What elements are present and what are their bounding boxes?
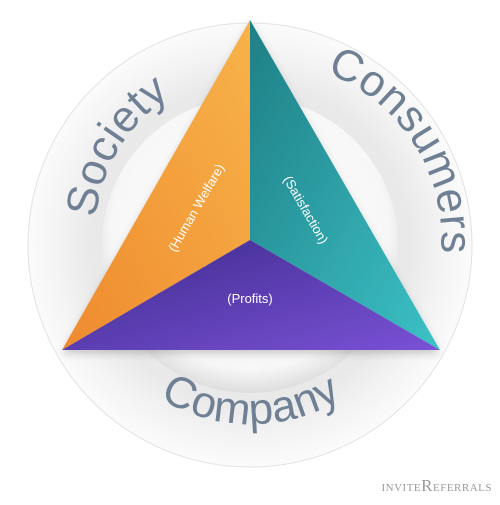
company-face <box>62 240 440 350</box>
watermark-initial: R <box>421 476 433 495</box>
profits-label: (Profits) <box>227 291 273 306</box>
watermark-prefix: INVITE <box>381 482 422 494</box>
watermark-logo: INVITEREFERRALS <box>381 476 492 496</box>
triangle <box>62 20 440 350</box>
watermark-rest: EFERRALS <box>432 482 492 494</box>
